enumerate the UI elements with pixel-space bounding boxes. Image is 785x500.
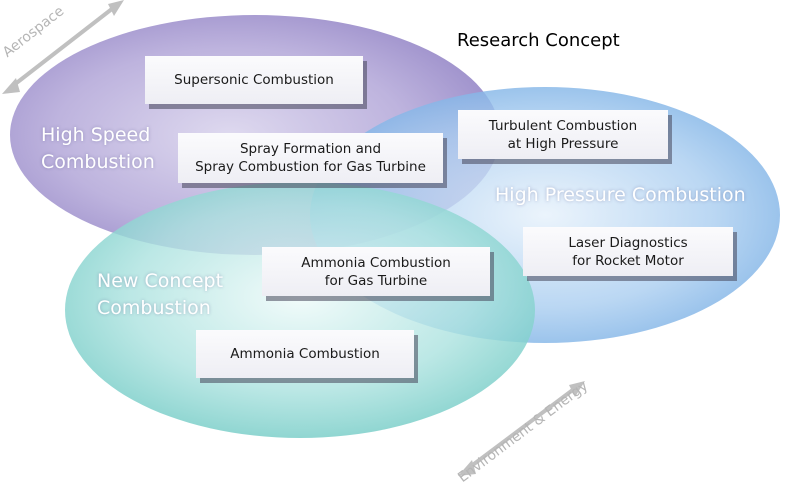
topic-line: Spray Combustion for Gas Turbine bbox=[195, 159, 426, 175]
high-speed-label-line1: High Speed bbox=[41, 124, 151, 146]
topic-spray-combustion: Spray Formation and Spray Combustion for… bbox=[178, 133, 443, 183]
topic-line: at High Pressure bbox=[507, 135, 619, 152]
new-concept-label: New Concept Combustion bbox=[97, 268, 223, 322]
new-concept-label-line1: New Concept bbox=[97, 270, 224, 292]
high-pressure-label: High Pressure Combustion bbox=[495, 182, 746, 209]
topic-line: Laser Diagnostics bbox=[568, 234, 688, 251]
topic-ammonia-gas-turbine: Ammonia Combustion for Gas Turbine bbox=[262, 247, 490, 296]
topic-turbulent-combustion: Turbulent Combustion at High Pressure bbox=[458, 110, 668, 159]
topic-line: Ammonia Combustion bbox=[230, 346, 380, 362]
topic-ammonia-combustion: Ammonia Combustion bbox=[196, 330, 414, 378]
topic-line: Turbulent Combustion bbox=[488, 117, 638, 134]
topic-line: for Rocket Motor bbox=[572, 252, 684, 269]
new-concept-ellipse bbox=[65, 182, 535, 438]
new-concept-label-line2: Combustion bbox=[97, 297, 211, 319]
environment-arrow-icon bbox=[458, 381, 585, 476]
topic-line: Spray Formation and bbox=[239, 141, 382, 157]
topic-laser-diagnostics: Laser Diagnostics for Rocket Motor bbox=[523, 227, 733, 276]
topic-line: for Gas Turbine bbox=[324, 272, 428, 289]
high-pressure-label-line1: High Pressure Combustion bbox=[495, 184, 746, 206]
high-speed-label: High Speed Combustion bbox=[41, 122, 155, 176]
topic-supersonic-combustion: Supersonic Combustion bbox=[145, 56, 363, 104]
high-speed-label-line2: Combustion bbox=[41, 151, 155, 173]
aerospace-arrow-icon bbox=[2, 0, 124, 94]
topic-line: Ammonia Combustion bbox=[301, 254, 451, 271]
diagram-title: Research Concept bbox=[457, 30, 620, 51]
topic-line: Supersonic Combustion bbox=[174, 72, 334, 88]
